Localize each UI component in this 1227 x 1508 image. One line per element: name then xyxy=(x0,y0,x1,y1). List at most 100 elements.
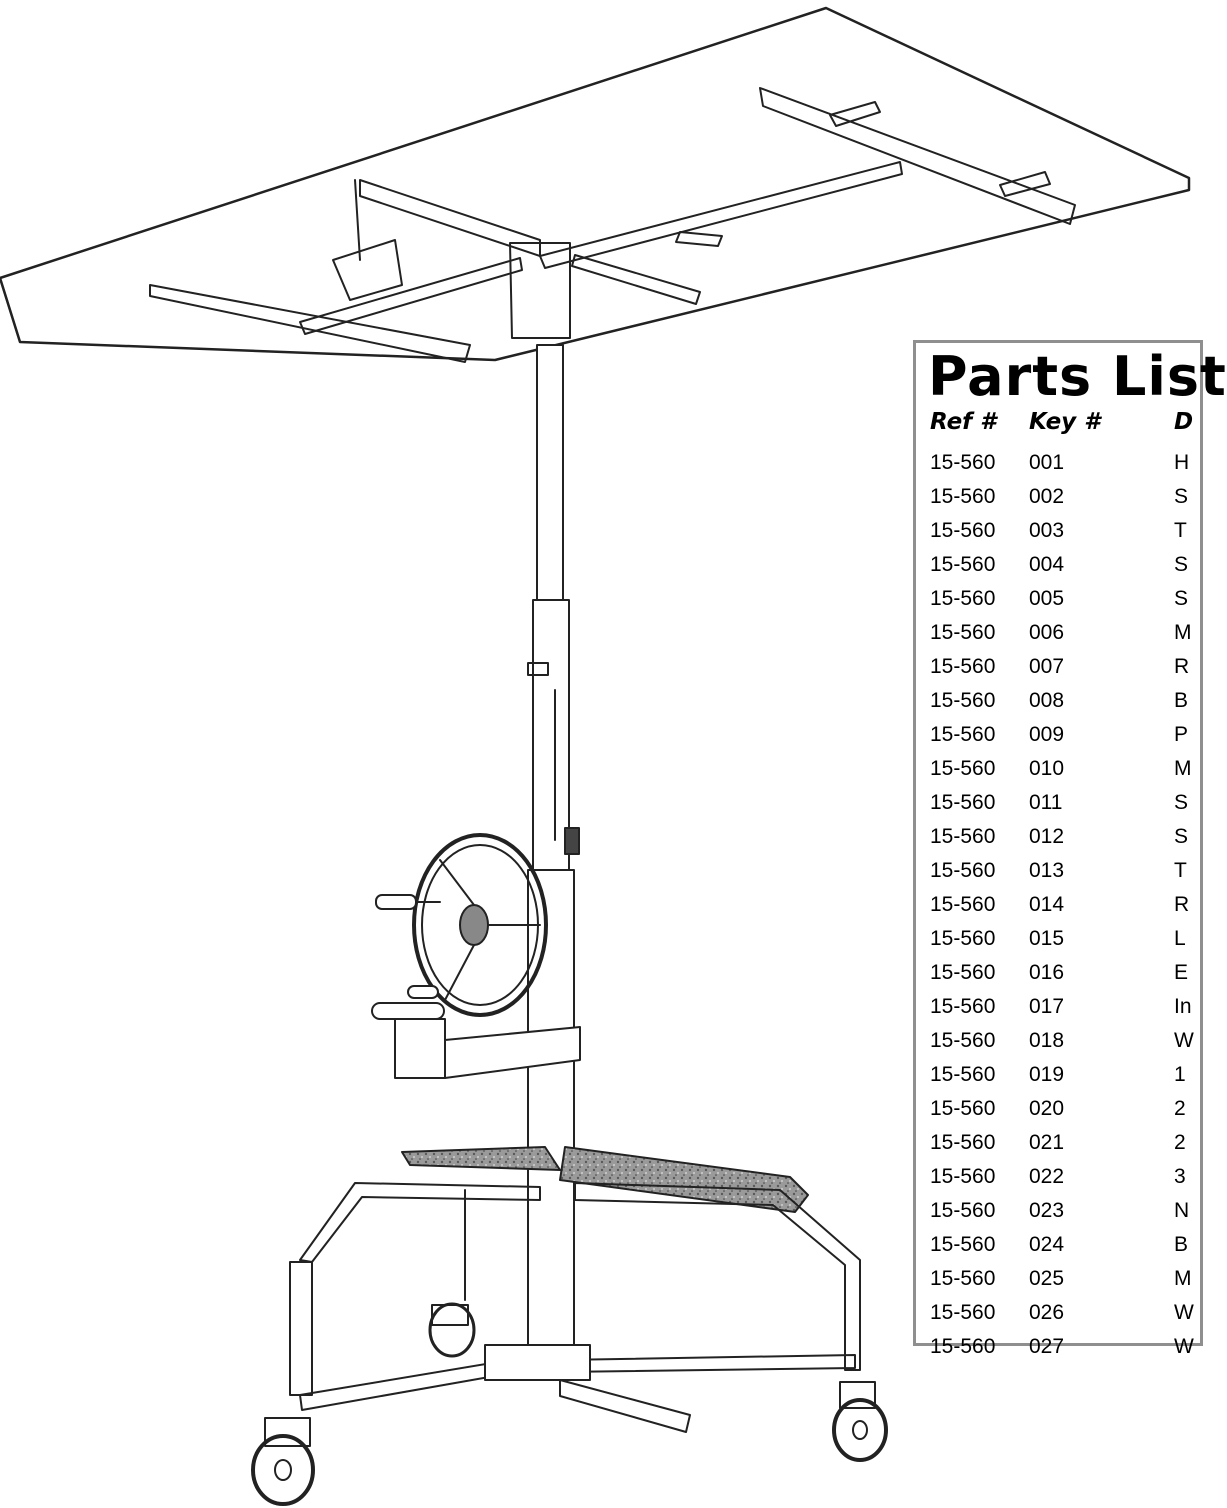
drywall-lift-illustration xyxy=(0,6,1191,1506)
key-cell: 016 xyxy=(1029,961,1065,984)
ref-cell: 15-560 xyxy=(930,451,996,474)
ref-cell: 15-560 xyxy=(930,893,996,916)
description-cell: 1 xyxy=(1174,1063,1186,1086)
key-cell: 015 xyxy=(1029,927,1065,950)
ref-cell: 15-560 xyxy=(930,995,996,1018)
key-cell: 012 xyxy=(1029,825,1065,848)
key-cell: 018 xyxy=(1029,1029,1065,1052)
column-header-ref: Ref # xyxy=(930,409,997,435)
key-cell: 004 xyxy=(1029,553,1065,576)
winch-wheel xyxy=(375,827,580,1017)
table-row: 15-560 014 R xyxy=(916,889,1200,923)
table-row: 15-560 011 S xyxy=(916,787,1200,821)
description-cell: T xyxy=(1174,519,1187,542)
column-header-description: D xyxy=(1174,409,1194,435)
ref-cell: 15-560 xyxy=(930,1301,996,1324)
ref-cell: 15-560 xyxy=(930,1063,996,1086)
description-cell: S xyxy=(1174,825,1189,848)
key-cell: 027 xyxy=(1029,1335,1065,1358)
ref-cell: 15-560 xyxy=(930,1097,996,1120)
step-deck-right xyxy=(559,1146,809,1213)
ref-cell: 15-560 xyxy=(930,485,996,508)
description-cell: N xyxy=(1174,1199,1190,1222)
table-row: 15-560 023 N xyxy=(916,1195,1200,1229)
key-cell: 024 xyxy=(1029,1233,1065,1256)
description-cell: S xyxy=(1174,485,1189,508)
key-cell: 006 xyxy=(1029,621,1065,644)
ref-cell: 15-560 xyxy=(930,587,996,610)
key-cell: 019 xyxy=(1029,1063,1065,1086)
table-row: 15-560 001 H xyxy=(916,447,1200,481)
ref-cell: 15-560 xyxy=(930,859,996,882)
key-cell: 020 xyxy=(1029,1097,1065,1120)
ref-cell: 15-560 xyxy=(930,655,996,678)
table-row: 15-560 015 L xyxy=(916,923,1200,957)
description-cell: B xyxy=(1174,1233,1189,1256)
description-cell: E xyxy=(1174,961,1189,984)
lift-mast xyxy=(527,344,575,1376)
ref-cell: 15-560 xyxy=(930,1029,996,1052)
ref-cell: 15-560 xyxy=(930,1165,996,1188)
ref-cell: 15-560 xyxy=(930,757,996,780)
ref-cell: 15-560 xyxy=(930,723,996,746)
ref-cell: 15-560 xyxy=(930,1199,996,1222)
column-header-key: Key # xyxy=(1029,409,1101,435)
key-cell: 008 xyxy=(1029,689,1065,712)
description-cell: 3 xyxy=(1174,1165,1186,1188)
key-cell: 014 xyxy=(1029,893,1065,916)
drywall-panel xyxy=(0,6,1191,362)
key-cell: 017 xyxy=(1029,995,1065,1018)
key-cell: 005 xyxy=(1029,587,1065,610)
description-cell: R xyxy=(1174,655,1190,678)
description-cell: In xyxy=(1174,995,1192,1018)
table-row: 15-560 009 P xyxy=(916,719,1200,753)
cradle-frame xyxy=(149,87,1076,363)
description-cell: L xyxy=(1174,927,1186,950)
table-row: 15-560 022 3 xyxy=(916,1161,1200,1195)
description-cell: W xyxy=(1174,1301,1194,1324)
description-cell: H xyxy=(1174,451,1190,474)
key-cell: 009 xyxy=(1029,723,1065,746)
key-cell: 022 xyxy=(1029,1165,1065,1188)
table-row: 15-560 017 In xyxy=(916,991,1200,1025)
description-cell: P xyxy=(1174,723,1189,746)
description-cell: M xyxy=(1174,621,1192,644)
step-deck xyxy=(401,1146,561,1171)
side-bracket xyxy=(371,1002,581,1079)
description-cell: W xyxy=(1174,1335,1194,1358)
parts-list-title: Parts List xyxy=(928,345,1227,408)
key-cell: 003 xyxy=(1029,519,1065,542)
key-cell: 021 xyxy=(1029,1131,1065,1154)
ref-cell: 15-560 xyxy=(930,689,996,712)
lift-base xyxy=(289,1182,861,1433)
key-cell: 023 xyxy=(1029,1199,1065,1222)
key-cell: 010 xyxy=(1029,757,1065,780)
description-cell: S xyxy=(1174,791,1189,814)
key-cell: 013 xyxy=(1029,859,1065,882)
key-cell: 001 xyxy=(1029,451,1065,474)
ref-cell: 15-560 xyxy=(930,1233,996,1256)
key-cell: 025 xyxy=(1029,1267,1065,1290)
ref-cell: 15-560 xyxy=(930,553,996,576)
ref-cell: 15-560 xyxy=(930,791,996,814)
ref-cell: 15-560 xyxy=(930,927,996,950)
table-row: 15-560 010 M xyxy=(916,753,1200,787)
description-cell: R xyxy=(1174,893,1190,916)
key-cell: 011 xyxy=(1029,791,1063,814)
ref-cell: 15-560 xyxy=(930,621,996,644)
description-cell: M xyxy=(1174,757,1192,780)
